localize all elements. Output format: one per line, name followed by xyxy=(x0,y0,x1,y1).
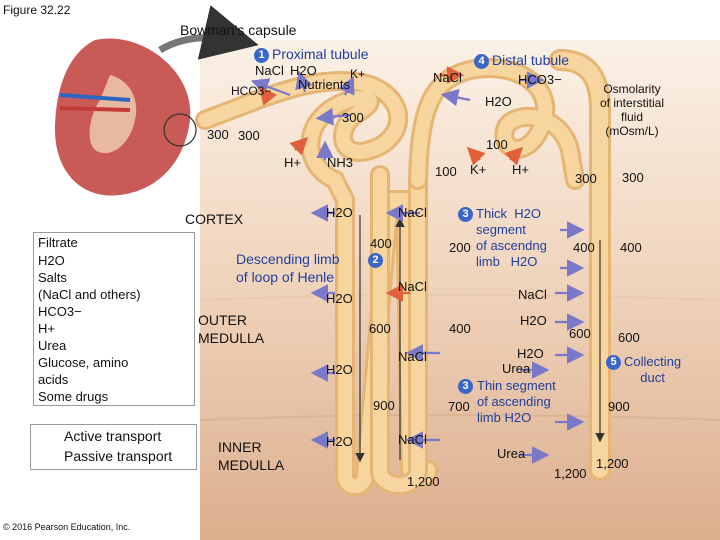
label-nacl: NaCl xyxy=(255,63,284,78)
transport-arrows xyxy=(250,66,585,464)
label-h2o-5: H2O xyxy=(517,346,544,361)
value-900: 900 xyxy=(373,398,395,413)
filtrate-item: Urea xyxy=(38,338,67,353)
label-h2o-3: H2O xyxy=(520,313,547,328)
segment-3-thin-label: Thin segment of ascending limb H2O xyxy=(477,378,556,425)
osmolarity-400: 400 xyxy=(620,240,642,255)
flow-arrows xyxy=(355,215,605,463)
outer-inner-boundary xyxy=(199,414,720,421)
copyright: © 2016 Pearson Education, Inc. xyxy=(3,522,131,532)
value-400: 400 xyxy=(449,321,471,336)
label-nacl-distal: NaCl xyxy=(433,70,462,85)
filtrate-item: H2O xyxy=(38,253,65,268)
label-h2o-2b: H2O xyxy=(326,291,353,306)
value-400: 400 xyxy=(573,240,595,255)
label-urea-b: Urea xyxy=(497,446,526,461)
label-h2o-2a: H2O xyxy=(326,205,353,220)
label-urea-a: Urea xyxy=(502,361,531,376)
pointer-arrow xyxy=(158,5,259,60)
value-100: 100 xyxy=(435,164,457,179)
bowmans-capsule-label: Bowman’s capsule xyxy=(180,22,297,38)
region-cortex: CORTEX xyxy=(185,211,244,227)
filtrate-item: H+ xyxy=(38,321,55,336)
osmolarity-1200: 1,200 xyxy=(596,456,629,471)
label-nacl-3: NaCl xyxy=(518,287,547,302)
value-1200: 1,200 xyxy=(407,474,440,489)
figure-label: Figure 32.22 xyxy=(3,3,71,17)
label-nacl-2d: NaCl xyxy=(398,432,427,447)
label-nacl-2c: NaCl xyxy=(398,349,427,364)
cortex-medulla-boundary xyxy=(199,294,720,301)
value-300: 300 xyxy=(575,171,597,186)
interstitial-background xyxy=(200,40,720,540)
osmolarity-600: 600 xyxy=(618,330,640,345)
filtrate-box: Filtrate H2O Salts (NaCl and others) HCO… xyxy=(33,232,195,406)
value-300: 300 xyxy=(238,128,260,143)
segment-2-number: 2 xyxy=(368,253,383,268)
label-nacl-2b: NaCl xyxy=(398,279,427,294)
value-600: 600 xyxy=(369,321,391,336)
legend-box xyxy=(30,424,197,470)
segment-3-thick-label: Thick H2O segment of ascendng limb H2O xyxy=(476,206,547,269)
segment-5-label: Collecting duct xyxy=(624,354,682,385)
osmolarity-900: 900 xyxy=(608,399,630,414)
label-hplus-distal: H+ xyxy=(512,162,529,177)
filtrate-item: acids xyxy=(38,372,69,387)
value-400: 400 xyxy=(370,236,392,251)
filtrate-list: H2O Salts (NaCl and others) HCO3− H+ Ure… xyxy=(34,252,194,405)
label-kplus: K+ xyxy=(350,67,366,81)
segment-2-label: Descending limb of loop of Henle xyxy=(236,251,340,285)
value-600: 600 xyxy=(569,326,591,341)
filtrate-item: (NaCl and others) xyxy=(38,287,141,302)
filtrate-item: HCO3− xyxy=(38,304,82,319)
segment-3-thick-number: 3 xyxy=(458,207,473,222)
region-inner-medulla: INNER MEDULLA xyxy=(218,439,285,473)
tubule xyxy=(195,49,611,497)
label-kplus-distal: K+ xyxy=(470,162,487,177)
segment-3-thin-number: 3 xyxy=(458,379,473,394)
osmolarity-title: Osmolarity of interstitial fluid (mOsm/L… xyxy=(600,82,665,138)
segment-4-number: 4 xyxy=(474,53,489,69)
filtrate-title: Filtrate xyxy=(38,235,78,250)
segment-1-number: 1 xyxy=(254,47,269,63)
value-100: 100 xyxy=(486,137,508,152)
label-h2o-distal: H2O xyxy=(485,94,512,109)
legend-passive-label: Passive transport xyxy=(64,448,173,464)
filtrate-item: Some drugs xyxy=(38,389,109,404)
value-200: 200 xyxy=(449,240,471,255)
label-hco3: HCO3− xyxy=(231,84,272,98)
label-hco3-distal: HCO3− xyxy=(518,72,562,87)
filtrate-item: Glucose, amino xyxy=(38,355,129,370)
value-300: 300 xyxy=(342,110,364,125)
legend-active-label: Active transport xyxy=(64,428,162,444)
value-1200: 1,200 xyxy=(554,466,587,481)
osmolarity-300: 300 xyxy=(622,170,644,185)
label-nacl-2a: NaCl xyxy=(398,205,427,220)
label-h2o-2d: H2O xyxy=(326,434,353,449)
label-h2o: H2O xyxy=(290,63,317,78)
segment-5-number: 5 xyxy=(606,355,621,370)
value-700: 700 xyxy=(448,399,470,414)
filtrate-item: Salts xyxy=(38,270,67,285)
label-hplus: H+ xyxy=(284,155,301,170)
label-nutrients: Nutrients xyxy=(298,77,351,92)
kidney-icon xyxy=(55,38,197,196)
label-nh3: NH3 xyxy=(327,155,354,170)
label-h2o-2c: H2O xyxy=(326,362,353,377)
region-outer-medulla: OUTER MEDULLA xyxy=(198,312,265,346)
value-300: 300 xyxy=(207,127,229,142)
